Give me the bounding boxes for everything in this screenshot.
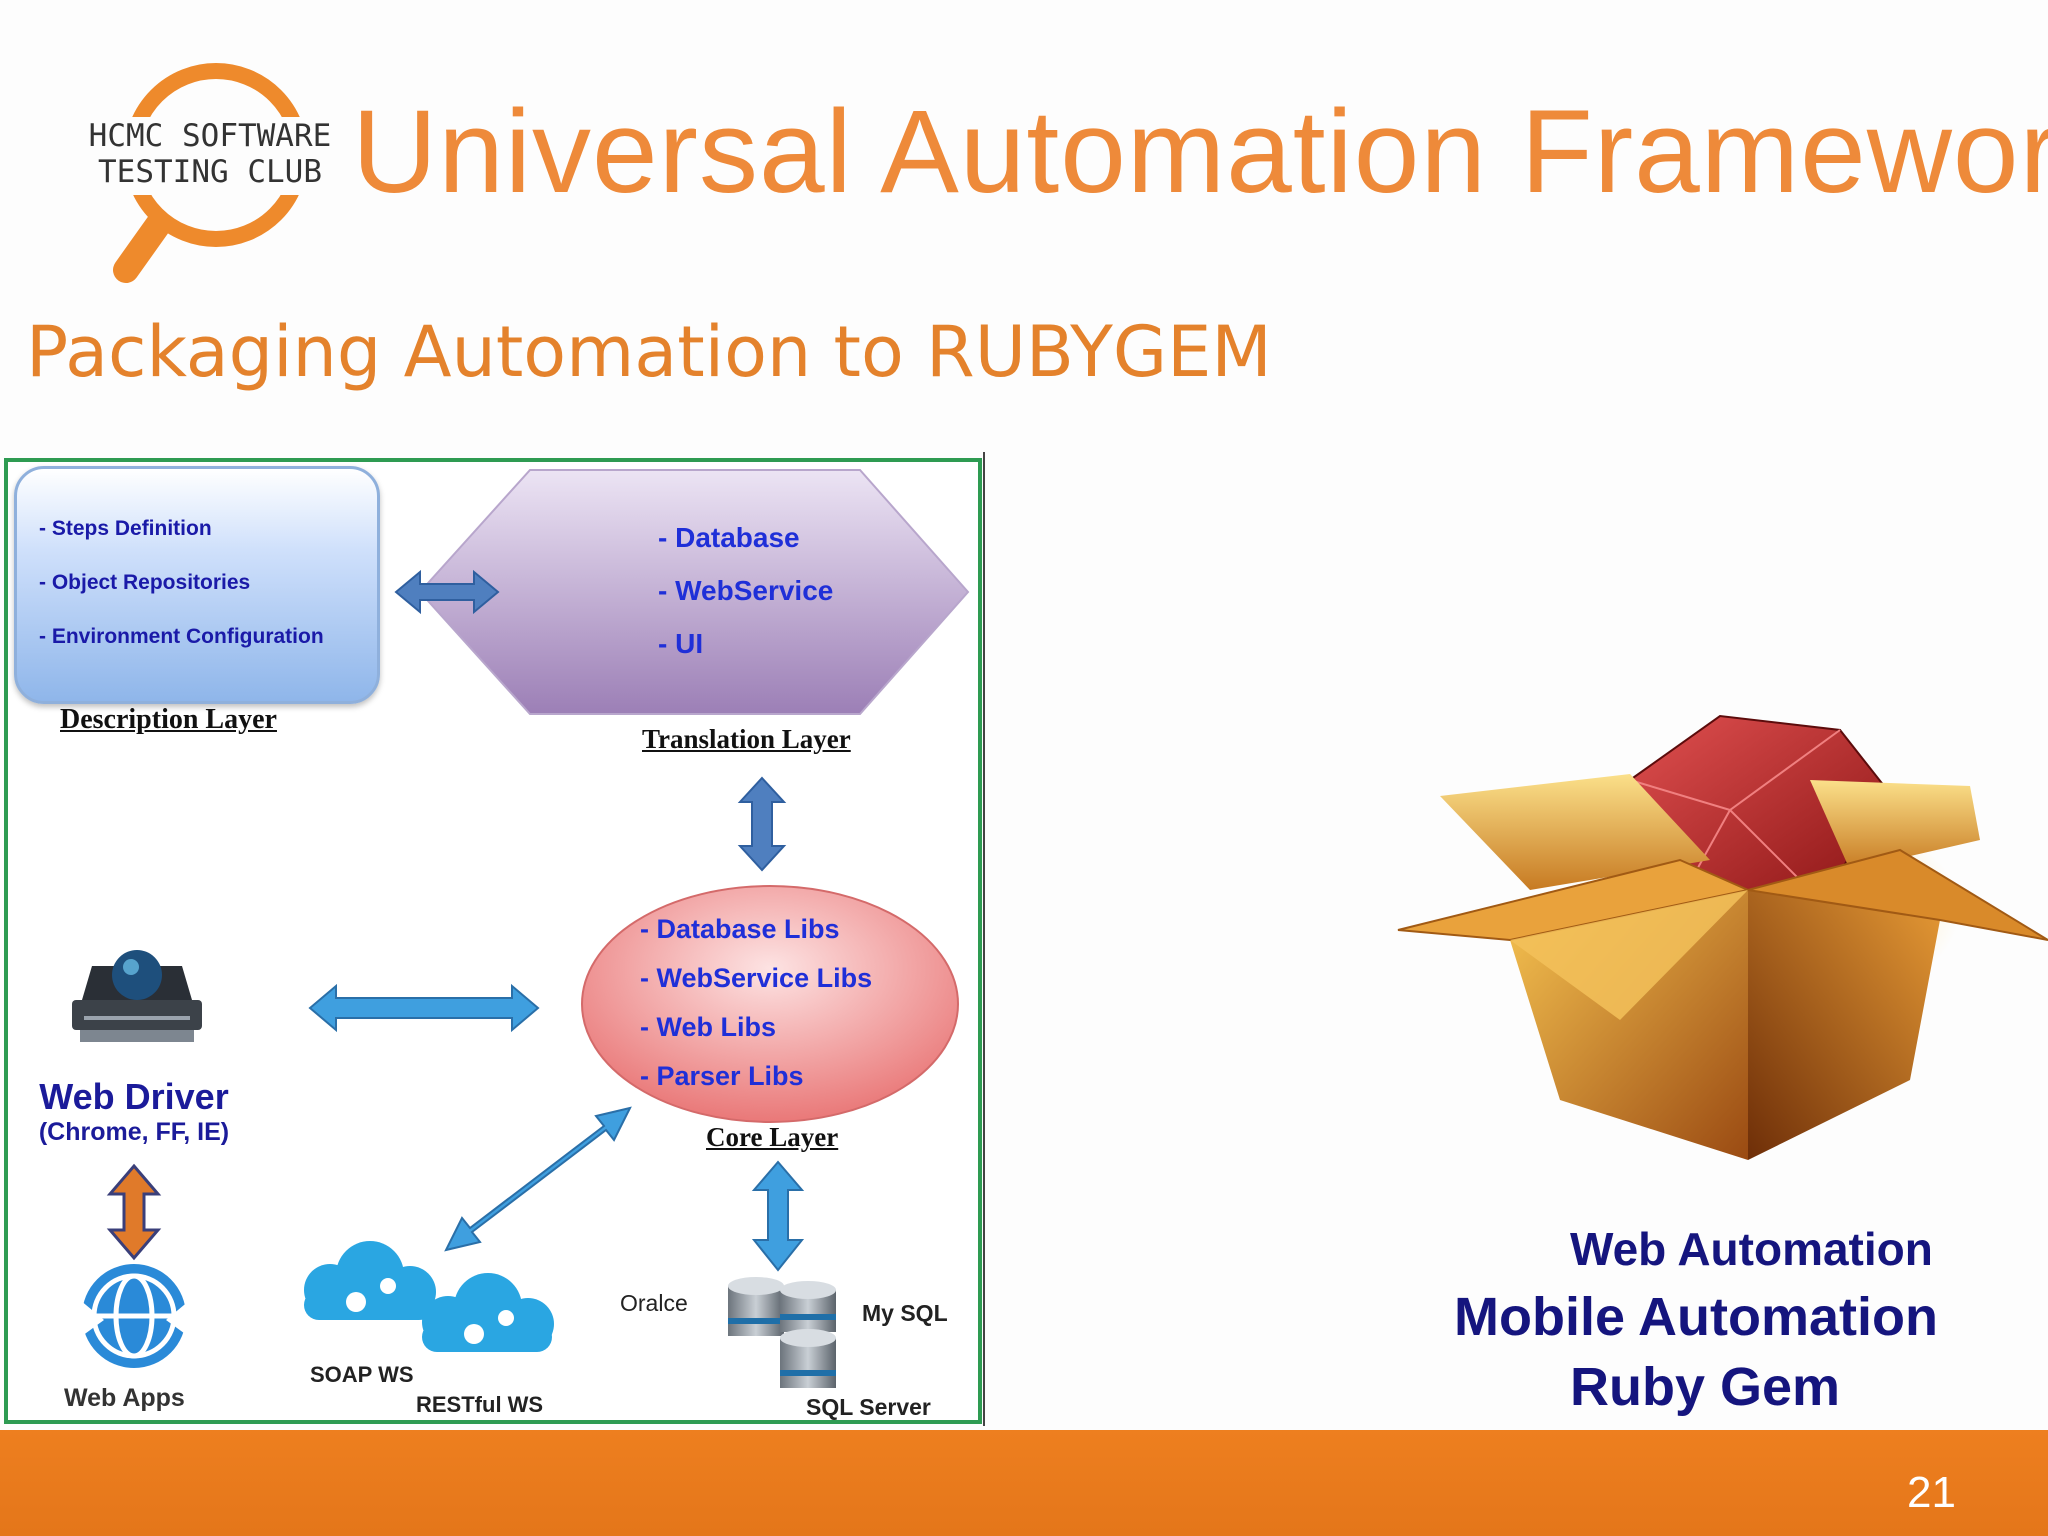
web-driver-icon	[72, 950, 202, 1042]
soap-ws-cloud-icon	[304, 1241, 436, 1320]
restful-ws-cloud-icon	[422, 1273, 554, 1352]
oracle-label: Oralce	[620, 1290, 688, 1316]
core-list: - Database Libs - WebService Libs - Web …	[640, 914, 872, 1110]
core-item-parser-libs: - Parser Libs	[640, 1061, 804, 1091]
description-layer-caption: Description Layer	[60, 704, 277, 735]
web-driver-title: Web Driver	[39, 1076, 229, 1117]
core-layer-caption: Core Layer	[706, 1122, 839, 1152]
translation-item-webservice: - WebService	[658, 575, 834, 606]
restful-ws-label: RESTful WS	[416, 1392, 544, 1417]
web-apps-label: Web Apps	[64, 1384, 185, 1412]
logo-text: HCMC SOFTWARE TESTING CLUB	[70, 118, 350, 190]
arrow-translation-core	[737, 776, 787, 872]
web-driver-label: Web Driver (Chrome, FF, IE)	[20, 1076, 248, 1147]
web-driver-browsers: (Chrome, FF, IE)	[38, 1118, 230, 1146]
core-item-webservice-libs: - WebService Libs	[640, 963, 873, 993]
core-item-web-libs: - Web Libs	[640, 1012, 777, 1042]
description-layer-box: - Steps Definition - Object Repositories…	[14, 466, 380, 704]
translation-layer-caption: Translation Layer	[642, 724, 851, 754]
description-item-environment: - Environment Configuration	[39, 625, 324, 648]
arrow-core-database	[751, 1160, 805, 1272]
slide-title: Universal Automation Framework	[352, 86, 2048, 218]
database-stack-icon	[728, 1277, 836, 1388]
soap-ws-label: SOAP WS	[310, 1362, 414, 1387]
sql-server-label: SQL Server	[806, 1394, 931, 1420]
translation-layer-hexagon	[418, 469, 970, 715]
gem-line-web-automation: Web Automation	[1570, 1223, 1933, 1275]
arrow-webservice-core	[444, 1106, 632, 1252]
description-item-repositories: - Object Repositories	[39, 571, 251, 594]
translation-list: - Database - WebService - UI	[658, 522, 833, 681]
gem-line-mobile-automation: Mobile Automation	[1454, 1287, 1938, 1347]
translation-item-database: - Database	[658, 522, 800, 553]
web-apps-globe-icon	[80, 1264, 190, 1368]
arrow-webdriver-core	[308, 983, 540, 1033]
description-item-steps: - Steps Definition	[39, 517, 212, 540]
core-item-database-libs: - Database Libs	[640, 914, 840, 944]
arrow-description-translation	[394, 569, 500, 615]
logo-line-1: HCMC SOFTWARE	[88, 118, 332, 154]
footer-bar	[0, 1430, 2048, 1536]
logo-line-2: TESTING CLUB	[98, 154, 322, 190]
logo-magnifier-icon	[70, 63, 330, 283]
mysql-label: My SQL	[862, 1300, 948, 1326]
core-layer-ellipse	[581, 885, 959, 1123]
gem-line-ruby-gem: Ruby Gem	[1570, 1357, 1841, 1417]
arrow-webdriver-webapps	[106, 1163, 162, 1261]
ruby-gem-box-illustration	[1397, 714, 2048, 1160]
translation-item-ui: - UI	[658, 628, 704, 659]
diagram-shapes	[72, 452, 985, 1426]
page-number: 21	[1907, 1468, 1956, 1517]
slide-subtitle: Packaging Automation to RUBYGEM	[26, 311, 1272, 393]
